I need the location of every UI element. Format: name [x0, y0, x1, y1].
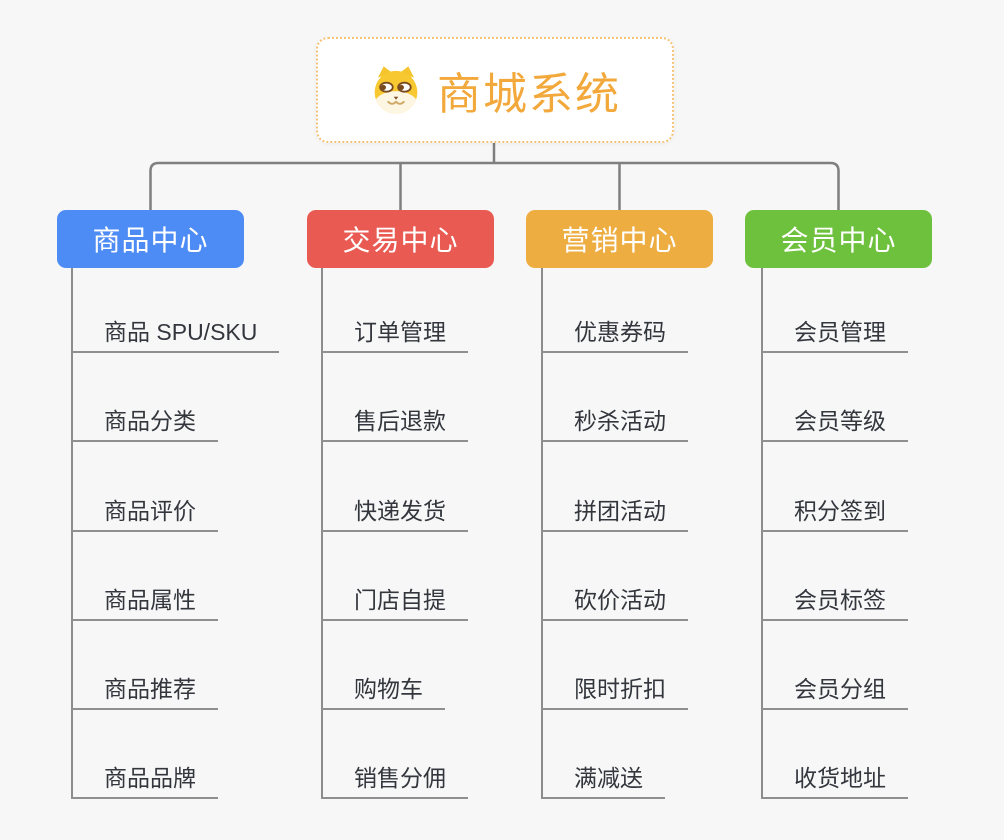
leaf-node[interactable]: 售后退款 — [321, 406, 468, 442]
leaf-node[interactable]: 砍价活动 — [541, 585, 688, 621]
leaf-node[interactable]: 会员管理 — [761, 317, 908, 353]
leaf-node[interactable]: 商品品牌 — [71, 763, 218, 799]
leaf-node[interactable]: 门店自提 — [321, 585, 468, 621]
leaf-node[interactable]: 商品属性 — [71, 585, 218, 621]
leaf-node[interactable]: 商品评价 — [71, 496, 218, 532]
leaf-node[interactable]: 秒杀活动 — [541, 406, 688, 442]
leaf-node[interactable]: 购物车 — [321, 674, 445, 710]
leaf-node[interactable]: 满减送 — [541, 763, 665, 799]
branch-node-member-center[interactable]: 会员中心 — [745, 210, 932, 268]
leaf-node[interactable]: 会员标签 — [761, 585, 908, 621]
branch-label: 营销中心 — [561, 225, 678, 256]
leaf-node[interactable]: 优惠券码 — [541, 317, 688, 353]
leaf-node[interactable]: 订单管理 — [321, 317, 468, 353]
branch-trunk-line — [321, 268, 323, 799]
leaf-node[interactable]: 拼团活动 — [541, 496, 688, 532]
root-node[interactable]: 商城系统 — [316, 37, 674, 143]
leaf-node[interactable]: 商品推荐 — [71, 674, 218, 710]
branch-node-marketing-center[interactable]: 营销中心 — [526, 210, 713, 268]
leaf-node[interactable]: 收货地址 — [761, 763, 908, 799]
leaf-node[interactable]: 商品 SPU/SKU — [71, 317, 280, 353]
branch-node-trade-center[interactable]: 交易中心 — [307, 210, 494, 268]
branch-trunk-line — [541, 268, 543, 799]
branch-label: 会员中心 — [780, 225, 897, 256]
branch-label: 商品中心 — [92, 225, 209, 256]
branch-label: 交易中心 — [342, 225, 459, 256]
leaf-node[interactable]: 限时折扣 — [541, 674, 688, 710]
leaf-node[interactable]: 商品分类 — [71, 406, 218, 442]
branch-trunk-line — [71, 268, 73, 799]
leaf-node[interactable]: 积分签到 — [761, 496, 908, 532]
leaf-node[interactable]: 会员等级 — [761, 406, 908, 442]
leaf-node[interactable]: 会员分组 — [761, 674, 908, 710]
leaf-node[interactable]: 快递发货 — [321, 496, 468, 532]
leaf-node[interactable]: 销售分佣 — [321, 763, 468, 799]
shiba-dog-icon — [374, 66, 418, 114]
root-title: 商城系统 — [437, 70, 621, 119]
branch-trunk-line — [761, 268, 763, 799]
branch-node-product-center[interactable]: 商品中心 — [57, 210, 244, 268]
